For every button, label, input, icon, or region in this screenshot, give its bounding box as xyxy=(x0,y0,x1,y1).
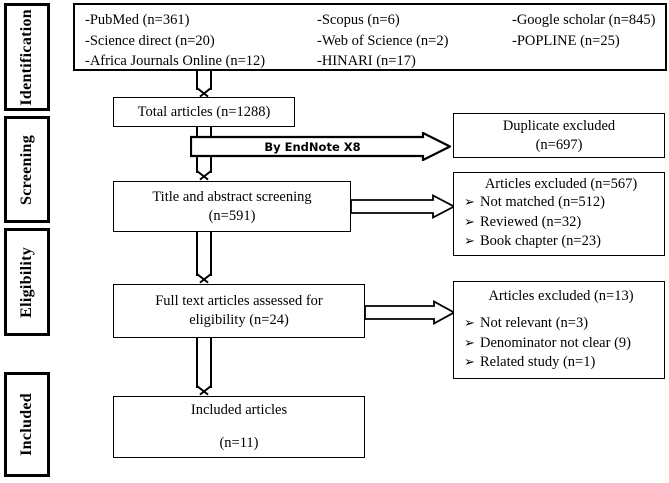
full-text-assessed-box: Full text articles assessed for eligibil… xyxy=(113,284,365,338)
connector-sources-to-total xyxy=(196,71,212,98)
sources-column-3: -Google scholar (n=845) -POPLINE (n=25) xyxy=(512,10,657,72)
source-item: -Google scholar (n=845) xyxy=(512,12,656,28)
arrow-bullet-icon: ➢ xyxy=(464,335,475,351)
stage-label-identification: Identification xyxy=(18,8,35,106)
title-abstract-screening-box: Title and abstract screening (n=591) xyxy=(113,181,351,232)
arrow-bullet-icon: ➢ xyxy=(464,355,475,371)
connector-screening-to-fulltext xyxy=(196,232,212,284)
source-item: -Scopus (n=6) xyxy=(317,12,400,28)
arrow-bullet-icon: ➢ xyxy=(464,234,475,250)
source-item: -PubMed (n=361) xyxy=(85,12,190,28)
block-arrow-shape xyxy=(351,194,455,219)
endnote-label: By EndNote X8 xyxy=(264,139,361,154)
sources-column-2: -Scopus (n=6) -Web of Science (n=2) -HIN… xyxy=(317,10,512,72)
total-articles-box: Total articles (n=1288) xyxy=(113,97,295,127)
sources-box: -PubMed (n=361) -Science direct (n=20) -… xyxy=(73,3,667,71)
list-item-label: Not matched (n=512) xyxy=(480,193,605,210)
endnote-dedup-arrow: By EndNote X8 xyxy=(190,132,451,161)
list-item-label: Related study (n=1) xyxy=(480,354,596,371)
connector-fulltext-to-included xyxy=(196,338,212,396)
list-item: ➢ Not matched (n=512) xyxy=(464,193,658,213)
list-item: ➢ Related study (n=1) xyxy=(464,353,658,373)
arrow-bullet-icon: ➢ xyxy=(464,315,475,331)
list-item-label: Denominator not clear (9) xyxy=(480,334,631,351)
included-articles-title: Included articles xyxy=(190,402,288,419)
arrow-bullet-icon: ➢ xyxy=(464,214,475,230)
arrow-bullet-icon: ➢ xyxy=(464,194,475,210)
included-articles-count: (n=11) xyxy=(219,435,259,451)
duplicate-excluded-title: Duplicate excluded xyxy=(502,117,616,134)
source-item: -Africa Journals Online (n=12) xyxy=(85,53,266,70)
stage-box-screening: Screening xyxy=(4,116,50,223)
stage-box-included: Included xyxy=(4,372,50,477)
screening-excluded-title: Articles excluded (n=567) xyxy=(484,175,638,192)
list-item: ➢ Not relevant (n=3) xyxy=(464,314,658,334)
list-item-label: Book chapter (n=23) xyxy=(480,233,601,250)
title-abstract-screening-count: (n=591) xyxy=(208,207,256,224)
arrow-screening-to-excluded xyxy=(351,194,455,219)
title-abstract-screening-title: Title and abstract screening xyxy=(152,188,312,205)
source-item: -Web of Science (n=2) xyxy=(317,32,449,49)
stage-label-screening: Screening xyxy=(18,134,35,205)
total-articles-text: Total articles (n=1288) xyxy=(137,103,271,120)
eligibility-excluded-box: Articles excluded (n=13) ➢ Not relevant … xyxy=(453,281,665,379)
eligibility-excluded-list: ➢ Not relevant (n=3) ➢ Denominator not c… xyxy=(464,314,658,373)
block-arrow-shape xyxy=(190,132,451,161)
source-item: -HINARI (n=17) xyxy=(317,53,416,70)
screening-excluded-box: Articles excluded (n=567) ➢ Not matched … xyxy=(453,172,665,256)
block-arrow-shape xyxy=(365,300,455,325)
full-text-assessed-title: Full text articles assessed for xyxy=(155,293,323,310)
screening-excluded-list: ➢ Not matched (n=512) ➢ Reviewed (n=32) … xyxy=(464,193,658,252)
arrow-fulltext-to-excluded xyxy=(365,300,455,325)
list-item: ➢ Denominator not clear (9) xyxy=(464,334,658,354)
list-item: ➢ Book chapter (n=23) xyxy=(464,232,658,252)
source-item: -Science direct (n=20) xyxy=(85,32,215,49)
duplicate-excluded-count: (n=697) xyxy=(535,136,583,153)
list-item-label: Not relevant (n=3) xyxy=(480,314,589,331)
stage-box-identification: Identification xyxy=(4,3,50,111)
stage-label-included: Included xyxy=(18,393,35,456)
eligibility-excluded-title: Articles excluded (n=13) xyxy=(488,287,634,304)
source-item: -POPLINE (n=25) xyxy=(512,32,620,49)
list-item: ➢ Reviewed (n=32) xyxy=(464,213,658,233)
included-articles-box: Included articles (n=11) xyxy=(113,396,365,458)
full-text-assessed-count: eligibility (n=24) xyxy=(189,312,289,328)
stage-label-eligibility: Eligibility xyxy=(18,246,35,318)
duplicate-excluded-box: Duplicate excluded (n=697) xyxy=(453,113,665,158)
list-item-label: Reviewed (n=32) xyxy=(480,213,582,230)
sources-column-1: -PubMed (n=361) -Science direct (n=20) -… xyxy=(85,10,317,72)
stage-box-eligibility: Eligibility xyxy=(4,228,50,336)
